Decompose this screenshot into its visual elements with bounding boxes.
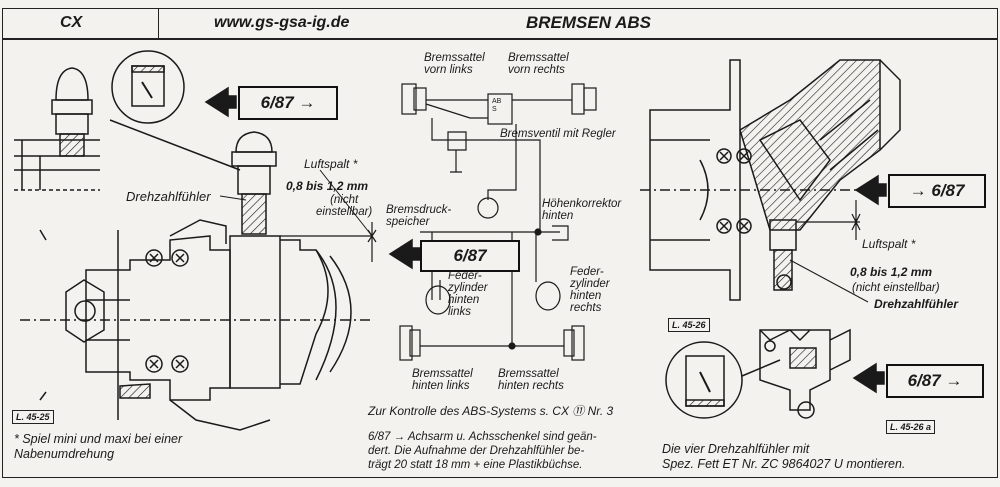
hydraulic-schematic: [399, 83, 597, 361]
label-federzylinder-links: Feder- zylinder hinten links: [448, 270, 488, 318]
label-bremssattel-vorn-links: Bremssattel vorn links: [424, 52, 485, 76]
luftspalt-label-right: Luftspalt *: [862, 237, 916, 251]
ref-box-right-upper: → 6/87: [888, 174, 986, 208]
label-bremssattel-hinten-rechts: Bremssattel hinten rechts: [498, 368, 564, 392]
rear-hub-drawing: [640, 59, 901, 301]
arrow-left-icon: [204, 86, 237, 118]
label-bremssattel-vorn-rechts: Bremssattel vorn rechts: [508, 52, 569, 76]
label-bremsdruckspeicher: Bremsdruck- speicher: [386, 204, 452, 228]
right-note: Die vier Drehzahlfühler mit Spez. Fett E…: [662, 442, 906, 471]
arrow-left-icon-right-lower: [852, 362, 885, 394]
gap-value-right: 0,8 bis 1,2 mm: [850, 265, 933, 279]
ref-box-left: 6/87 →: [238, 86, 338, 120]
label-federzylinder-rechts: Feder- zylinder hinten rechts: [570, 266, 610, 314]
gap-note-left: (nicht einstellbar): [316, 194, 373, 218]
sensor-label-right: Drehzahlfühler: [874, 297, 959, 311]
kontrolle-note: Zur Kontrolle des ABS-Systems s. CX ⑪ Nr…: [368, 404, 614, 418]
label-bremssattel-hinten-links: Bremssattel hinten links: [412, 368, 473, 392]
sensor-label-left: Drehzahlfühler: [126, 189, 211, 204]
luftspalt-label-left: Luftspalt *: [304, 157, 358, 171]
ref-box-right-lower: 6/87 →: [886, 364, 984, 398]
label-hoehenkorrektor: Höhenkorrektor hinten: [542, 198, 622, 222]
header-divider-1: [158, 8, 159, 38]
footnote-left: * Spiel mini und maxi bei einer Nabenumd…: [14, 432, 183, 461]
figure-tag-left: L. 45-25: [12, 410, 54, 424]
model-label: CX: [60, 14, 83, 31]
detail-circle-left: [109, 50, 241, 171]
figure-tag-right-upper: L. 45-26: [668, 318, 710, 332]
change-note: 6/87 → Achsarm u. Achsschenkel sind geän…: [368, 431, 597, 471]
sensor-mount-drawing: [665, 328, 851, 419]
ref-box-middle: 6/87: [420, 240, 520, 272]
arrow-left-icon-right-upper: [854, 174, 887, 206]
label-abs-block: ABS: [492, 98, 502, 113]
label-bremsventil: Bremsventil mit Regler: [500, 128, 616, 140]
page-title: BREMSEN ABS: [526, 13, 651, 32]
hub-assembly-drawing: [20, 131, 370, 431]
content-frame: [2, 38, 998, 478]
website-label: www.gs-gsa-ig.de: [214, 14, 350, 31]
figure-tag-right-lower: L. 45-26 a: [886, 420, 936, 434]
arrow-left-icon-middle: [388, 238, 421, 270]
header-frame: [2, 8, 998, 40]
gap-value-left: 0,8 bis 1,2 mm: [286, 179, 369, 193]
gap-note-right: (nicht einstellbar): [852, 282, 940, 294]
sensor-small-drawing: [14, 67, 100, 191]
